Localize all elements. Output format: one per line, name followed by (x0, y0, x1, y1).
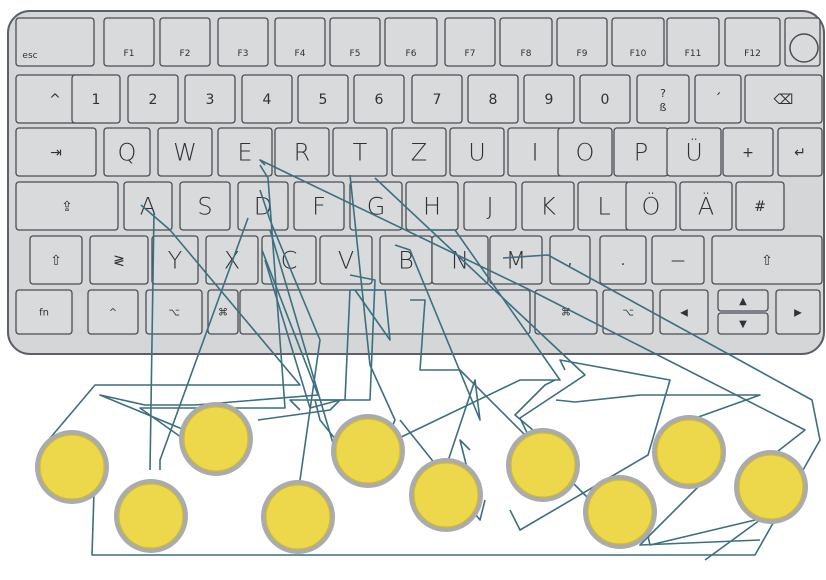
key-label: . (621, 253, 625, 269)
key-label: 2 (149, 92, 158, 108)
key-label: O (576, 138, 595, 166)
key-label: S (197, 192, 212, 220)
key-label: F9 (577, 49, 588, 59)
key-label: ? (660, 87, 666, 100)
key-label: P (634, 138, 648, 166)
key-label: ß (660, 101, 667, 114)
key-label: J (486, 192, 493, 220)
key-label: ⇪ (61, 199, 73, 215)
key-label: ⌥ (168, 308, 180, 319)
key-label: ⌫ (774, 92, 794, 108)
key-label: + (742, 145, 754, 161)
key-label: — (671, 253, 685, 269)
key-label: ^ (49, 92, 61, 108)
key-label: 4 (263, 92, 272, 108)
key-label: ⌘ (218, 308, 228, 319)
button-1 (40, 435, 104, 499)
key-label: 0 (601, 92, 610, 108)
key-label: 6 (375, 92, 384, 108)
key-label: F8 (521, 49, 532, 59)
key-label: ▼ (739, 319, 747, 330)
key-label: F2 (180, 49, 191, 59)
key-label: Ü (685, 136, 703, 166)
key-label: ´ (715, 92, 722, 108)
key-label: ≷ (113, 253, 125, 269)
key-label: H (423, 192, 441, 220)
key-label: ▲ (739, 296, 747, 307)
key-label: V (338, 246, 354, 274)
key-label: 5 (319, 92, 328, 108)
key-label: M (506, 246, 527, 274)
key-label: F7 (465, 49, 476, 59)
key-label: ▶ (794, 308, 802, 319)
key-label: 9 (545, 92, 554, 108)
key-label: W (173, 138, 197, 166)
key-label: F11 (685, 49, 702, 59)
key-label: Ä (698, 190, 714, 220)
key-label: K (540, 192, 556, 220)
button-5 (336, 419, 400, 483)
key-label: ↵ (794, 145, 806, 161)
button-2 (119, 484, 183, 548)
key-label: E (237, 138, 252, 166)
key-label: F12 (744, 49, 761, 59)
key-label: F4 (295, 49, 306, 59)
key-label: F6 (406, 49, 417, 59)
key-label: 7 (433, 92, 442, 108)
button-9 (657, 420, 721, 484)
key-label: ^ (109, 308, 117, 319)
button-8 (588, 480, 652, 544)
key-label: # (754, 199, 766, 215)
key-label: ⇥ (50, 145, 62, 161)
key-label: 3 (206, 92, 215, 108)
key-label: F10 (630, 49, 647, 59)
key-label: Q (118, 138, 137, 166)
key-label: esc (22, 51, 37, 61)
key-label: Y (168, 246, 183, 274)
key-label: F1 (124, 49, 135, 59)
key-label: Ö (642, 190, 661, 220)
key-label: Z (411, 138, 427, 166)
key-label: B (398, 246, 414, 274)
key-label: ◀ (680, 308, 688, 319)
button-7 (511, 433, 575, 497)
key-blank-0-13 (785, 18, 820, 66)
key-label: ⇧ (761, 253, 773, 269)
key-label: ⌥ (622, 308, 634, 319)
key-label: U (468, 138, 486, 166)
button-10 (739, 455, 803, 519)
key-label: ⇧ (50, 253, 62, 269)
key-label: L (597, 192, 610, 220)
button-3 (184, 407, 248, 471)
wire-19 (556, 395, 760, 420)
key-label: N (451, 246, 469, 274)
key-label: F3 (238, 49, 249, 59)
key-label: F5 (350, 49, 361, 59)
button-4 (266, 485, 330, 549)
key-label: T (353, 138, 368, 166)
key-label: F (312, 192, 326, 220)
key-label: 1 (92, 92, 101, 108)
button-6 (414, 463, 478, 527)
key-label: R (294, 138, 311, 166)
key-label: I (531, 138, 538, 166)
key-label: 8 (489, 92, 498, 108)
key-label: fn (39, 308, 49, 319)
